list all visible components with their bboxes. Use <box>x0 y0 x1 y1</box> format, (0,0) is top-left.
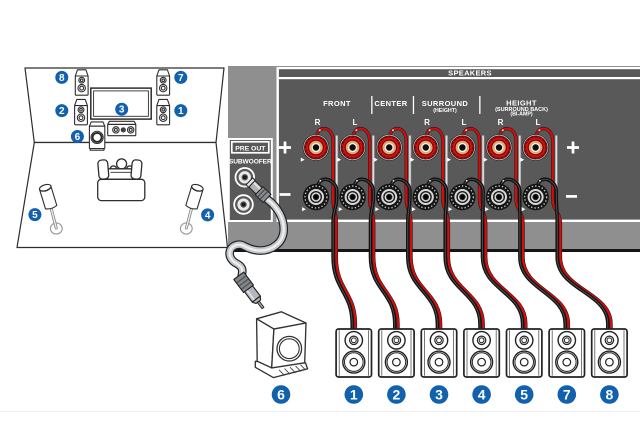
svg-text:(BI-AMP): (BI-AMP) <box>510 112 533 118</box>
svg-text:3: 3 <box>119 105 125 116</box>
svg-text:1: 1 <box>178 106 184 117</box>
svg-text:L: L <box>353 118 358 127</box>
svg-text:6: 6 <box>75 132 81 143</box>
svg-text:5: 5 <box>32 210 38 221</box>
svg-text:SUBWOOFER: SUBWOOFER <box>229 158 272 165</box>
svg-text:7: 7 <box>178 73 184 84</box>
svg-text:7: 7 <box>563 386 571 402</box>
svg-text:4: 4 <box>478 386 486 402</box>
svg-text:R: R <box>315 118 321 127</box>
svg-text:8: 8 <box>59 73 65 84</box>
svg-text:SPEAKERS: SPEAKERS <box>448 69 492 78</box>
svg-text:FRONT: FRONT <box>323 99 351 108</box>
svg-text:2: 2 <box>59 106 65 117</box>
svg-text:(SURROUND BACK): (SURROUND BACK) <box>495 107 548 113</box>
svg-text:6: 6 <box>277 387 285 403</box>
svg-text:CENTER: CENTER <box>374 99 407 108</box>
svg-text:5: 5 <box>520 386 528 402</box>
svg-text:SURROUND: SURROUND <box>422 99 469 108</box>
svg-text:3: 3 <box>435 386 443 402</box>
svg-text:L: L <box>536 118 541 127</box>
svg-text:4: 4 <box>205 210 211 221</box>
svg-text:PRE OUT: PRE OUT <box>235 145 266 152</box>
svg-text:HEIGHT: HEIGHT <box>506 98 537 107</box>
svg-text:1: 1 <box>350 386 358 402</box>
svg-text:(HEIGHT): (HEIGHT) <box>433 108 457 114</box>
svg-text:2: 2 <box>393 386 401 402</box>
svg-text:L: L <box>462 118 467 127</box>
svg-text:8: 8 <box>606 386 614 402</box>
svg-text:R: R <box>424 118 430 127</box>
svg-text:R: R <box>498 118 504 127</box>
